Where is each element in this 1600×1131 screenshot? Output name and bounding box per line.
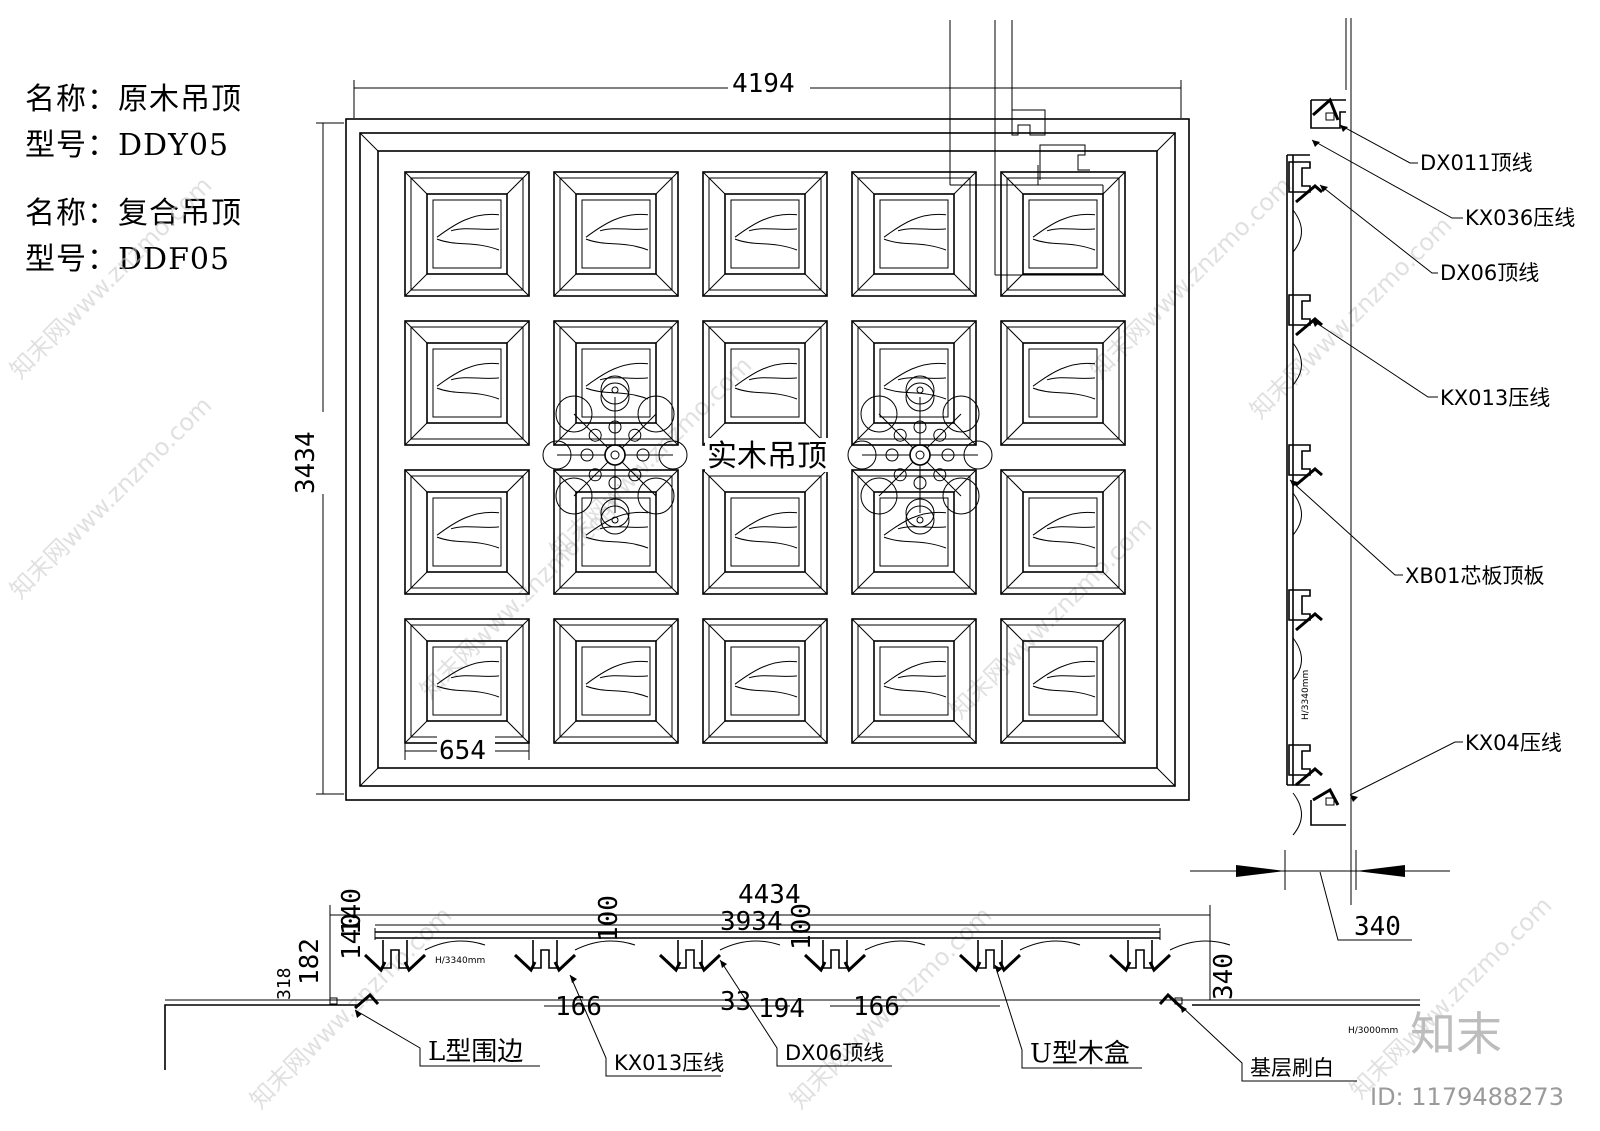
- coffer-panel: [851, 320, 977, 446]
- plan-dimension-height: 3434: [291, 122, 344, 795]
- right-callout: DX06顶线: [1319, 184, 1539, 285]
- profile-node: [1288, 744, 1323, 836]
- watermark-layer: 知末网www.znzmo.com 知末网www.znzmo.com 知末网www…: [4, 171, 1557, 1114]
- right-callout-label: KX04压线: [1465, 731, 1562, 755]
- right-callout: KX04压线: [1349, 731, 1562, 802]
- bottom-profile-node: [513, 940, 636, 973]
- profile-node: [1288, 161, 1323, 253]
- dim-182: 182: [295, 938, 325, 985]
- right-callout-label: DX011顶线: [1420, 151, 1533, 175]
- model-composite: 型号：DDF05: [25, 242, 231, 277]
- bottom-callout-label: DX06顶线: [785, 1041, 884, 1065]
- dim-318: 318: [274, 967, 295, 1000]
- bottom-height-note-a: H/3340mm: [435, 956, 485, 966]
- coffer-panel: [553, 171, 679, 297]
- coffer-panel: [1000, 171, 1126, 297]
- center-label: 实木吊顶: [707, 439, 827, 474]
- right-section: H/3340mm DX011顶线 KX036压线 DX06顶线 KX013压线 XB01…: [1190, 18, 1575, 942]
- coffer-panel: [702, 469, 828, 595]
- dim-width-4194: 4194: [732, 69, 795, 99]
- bottom-height-note-b: H/3000mm: [1348, 1026, 1398, 1036]
- watermark-text: 知末网www.znzmo.com: [4, 391, 217, 604]
- coffer-panel: [404, 469, 530, 595]
- coffer-panel: [702, 171, 828, 297]
- watermark-text: 知末网www.znzmo.com: [4, 171, 217, 384]
- chandelier-symbols: [542, 375, 993, 535]
- model-original: 型号：DDY05: [25, 128, 230, 163]
- dim-panel-654: 654: [439, 736, 486, 766]
- right-callout-label: DX06顶线: [1440, 261, 1539, 285]
- coffer-panel: [851, 618, 977, 744]
- right-callout-label: XB01芯板顶板: [1405, 564, 1545, 588]
- bottom-callout: L型围边: [354, 1009, 540, 1067]
- profile-node: [1288, 444, 1323, 536]
- plan-dimension-panel: 654: [404, 735, 530, 766]
- dim-100a: 100: [594, 895, 624, 942]
- bottom-profile-node: [363, 940, 486, 973]
- bottom-profile-node: [658, 940, 781, 973]
- bottom-callout: DX06顶线: [719, 959, 892, 1067]
- chandelier-icon: [542, 375, 688, 535]
- dim-166a: 166: [555, 992, 602, 1022]
- profile-node: [1288, 294, 1323, 386]
- coffer-panel: [553, 469, 679, 595]
- name-composite: 名称：复合吊顶: [25, 196, 242, 231]
- dim-194: 194: [758, 994, 805, 1024]
- coffer-grid: [404, 171, 1126, 744]
- watermark-id: ID: 1179488273: [1370, 1083, 1564, 1111]
- dim-140a: 140: [337, 888, 367, 935]
- brand-logo-text: 知末: [1410, 1007, 1502, 1061]
- right-callout: DX011顶线: [1339, 124, 1533, 175]
- bottom-callout-label: 基层刷白: [1250, 1056, 1334, 1080]
- dim-height-3434: 3434: [291, 431, 321, 494]
- profile-node: [1288, 589, 1323, 681]
- bottom-callout: 基层刷白: [1179, 1004, 1357, 1082]
- bottom-callout-label: KX013压线: [614, 1051, 724, 1075]
- bottom-callout: U型木盒: [994, 964, 1142, 1069]
- brand-watermark: 知末 ID: 1179488273: [1370, 1007, 1564, 1111]
- bottom-section: 4434 3934 140 140 100 100 182 318 166 33…: [164, 880, 1420, 1082]
- coffer-panel: [1000, 618, 1126, 744]
- right-callout: KX036压线: [1311, 139, 1575, 230]
- chandelier-icon: [847, 375, 993, 535]
- bottom-profile-node: [1108, 940, 1231, 973]
- plan-dimension-width: 4194: [353, 68, 1182, 118]
- dim-33: 33: [720, 987, 751, 1017]
- name-original: 名称：原木吊顶: [25, 82, 242, 117]
- bottom-callout: KX013压线: [569, 974, 724, 1077]
- coffer-panel: [851, 171, 977, 297]
- coffer-panel: [553, 618, 679, 744]
- right-callout: XB01芯板顶板: [1289, 479, 1545, 588]
- right-height-note: H/3340mm: [1301, 670, 1311, 720]
- overlap-detail-lines: [949, 20, 1104, 276]
- coffer-panel: [404, 171, 530, 297]
- coffer-panel: [851, 469, 977, 595]
- coffer-panel: [1000, 469, 1126, 595]
- plan-outer-border: [345, 118, 1190, 801]
- right-callout-label: KX013压线: [1440, 386, 1550, 410]
- ceiling-plan: 4194 3434 654 实木吊顶: [291, 20, 1190, 801]
- dim-bottom-3934: 3934: [720, 907, 783, 937]
- bottom-profile-node: [803, 940, 926, 973]
- right-dim-340: 340: [1190, 850, 1450, 942]
- dim-340-bottom: 340: [1209, 953, 1239, 1000]
- dim-166b: 166: [853, 992, 900, 1022]
- dim-100b: 100: [787, 903, 817, 950]
- bottom-callout-label: U型木盒: [1030, 1039, 1130, 1069]
- dim-bottom-4434: 4434: [738, 880, 801, 910]
- coffer-panel: [702, 618, 828, 744]
- coffer-panel: [404, 320, 530, 446]
- dim-right-340: 340: [1354, 912, 1401, 942]
- coffer-panel: [1000, 320, 1126, 446]
- bottom-callout-label: L型围边: [428, 1037, 523, 1067]
- right-callout-label: KX036压线: [1465, 206, 1575, 230]
- right-callout: KX013压线: [1311, 319, 1550, 410]
- dim-140b: 140: [337, 913, 367, 960]
- bottom-profile-node: [958, 940, 1081, 973]
- watermark-text: 知末网www.znzmo.com: [1084, 171, 1297, 384]
